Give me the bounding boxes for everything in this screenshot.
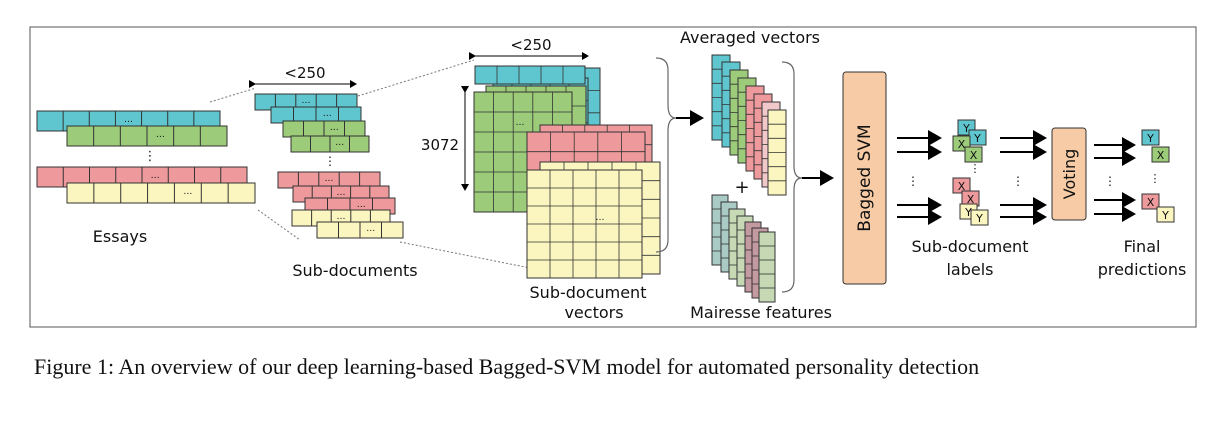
final-predictions-label-line1: Final — [1124, 237, 1161, 256]
matrix-ellipsis: … — [516, 118, 525, 128]
label-letter: X — [970, 149, 978, 162]
from-voting-arrows: ⋮ — [1094, 137, 1136, 222]
sub-document-labels-label-line1: Sub-document — [912, 237, 1029, 256]
averaged-vectors-label: Averaged vectors — [680, 28, 820, 47]
matrix-cream-1 — [526, 169, 643, 279]
label-box-x: X — [952, 177, 971, 194]
subdoc-strip-green-2: … — [290, 135, 370, 153]
label-letter: Y — [975, 212, 983, 225]
final-letter: X — [1147, 196, 1155, 209]
label-letter: Y — [964, 206, 972, 219]
ellipsis-mark: … — [302, 96, 311, 106]
sub-documents-group: …………⋮…………… — [254, 93, 404, 239]
voting-box — [1051, 127, 1087, 221]
ellipsis-mark: … — [357, 200, 366, 210]
averaged-vector-col-8 — [767, 109, 787, 196]
essay-strip-green: … — [66, 125, 228, 147]
to-voting-dots: ⋮ — [1012, 174, 1024, 188]
label-letter: X — [958, 138, 966, 151]
essays-label: Essays — [93, 227, 147, 246]
label-letter: X — [958, 180, 966, 193]
final-box-y: Y — [1141, 129, 1160, 146]
subdoc-vectors-label-line2: vectors — [564, 303, 623, 322]
matrix-teal-1 — [474, 65, 586, 85]
ellipsis-mark: … — [325, 174, 334, 184]
essay-strip-pink: … — [36, 166, 248, 188]
mairesse-features-label: Mairesse features — [690, 303, 832, 322]
svm-output-arrows: ⋮ — [897, 130, 942, 225]
final-box-y: Y — [1156, 206, 1175, 223]
subdoc-vertical-dots: ⋮ — [324, 154, 336, 168]
matrix-width-label: <250 — [510, 36, 551, 54]
ellipsis-mark: … — [337, 212, 346, 222]
ellipsis-mark: … — [124, 115, 133, 125]
plus-sign: + — [734, 177, 749, 198]
essays-group: … … ⋮ … … — [36, 110, 256, 204]
mairesse-features-group — [711, 194, 776, 303]
sub-documents-label: Sub-documents — [292, 261, 417, 280]
figure-frame — [29, 26, 1197, 328]
final-dots: ⋮ — [1150, 172, 1161, 185]
label-letter: Y — [973, 132, 981, 145]
ellipsis-mark: … — [337, 188, 346, 198]
ellipsis-mark: … — [151, 171, 160, 181]
final-arrow-dots: ⋮ — [1104, 174, 1116, 188]
subdoc-width-label: <250 — [284, 64, 325, 82]
ellipsis-mark: … — [335, 138, 344, 148]
subdoc-strip-green-1: … — [282, 120, 366, 138]
label-box-x: X — [964, 146, 983, 163]
subdoc-vectors-label-line1: Sub-document — [530, 283, 647, 302]
bagged-svm-box — [842, 71, 887, 285]
ellipsis-mark: … — [330, 123, 339, 133]
final-predictions-label-line2: predictions — [1098, 260, 1187, 279]
matrix-ellipsis: … — [596, 213, 605, 223]
final-letter: X — [1157, 149, 1165, 162]
final-letter: Y — [1161, 209, 1169, 222]
svm-output-dots: ⋮ — [907, 174, 919, 188]
sub-document-labels-label-line2: labels — [946, 260, 993, 279]
bagged-svm-label: Bagged SVM — [855, 124, 875, 231]
ellipsis-mark: … — [366, 224, 375, 234]
final-letter: Y — [1146, 132, 1154, 145]
label-dots: ⋮ — [970, 162, 981, 175]
essay-strip-cream: … — [66, 182, 256, 204]
voting-label: Voting — [1060, 149, 1079, 200]
ellipsis-mark: … — [323, 109, 332, 119]
label-letter: Y — [962, 122, 970, 135]
essay-vertical-dots: ⋮ — [144, 149, 157, 164]
matrix-height-label: 3072 — [421, 136, 459, 154]
final-prediction-boxes: YX⋮XY — [1141, 129, 1175, 223]
label-letter: X — [967, 193, 975, 206]
averaged-vectors-group — [711, 54, 787, 196]
final-box-x: X — [1141, 193, 1160, 210]
label-box-y: Y — [970, 209, 989, 226]
ellipsis-mark: … — [183, 187, 192, 197]
final-box-x: X — [1151, 146, 1170, 163]
ellipsis-mark: … — [156, 130, 165, 140]
figure-caption: Figure 1: An overview of our deep learni… — [34, 354, 980, 379]
mairesse-feature-col-7 — [758, 231, 776, 303]
subdoc-vectors-group: …… — [473, 65, 661, 279]
label-box-y: Y — [968, 129, 987, 146]
subdoc-strip-cream-2: … — [316, 221, 404, 239]
to-voting-arrows: ⋮ — [1000, 130, 1047, 225]
